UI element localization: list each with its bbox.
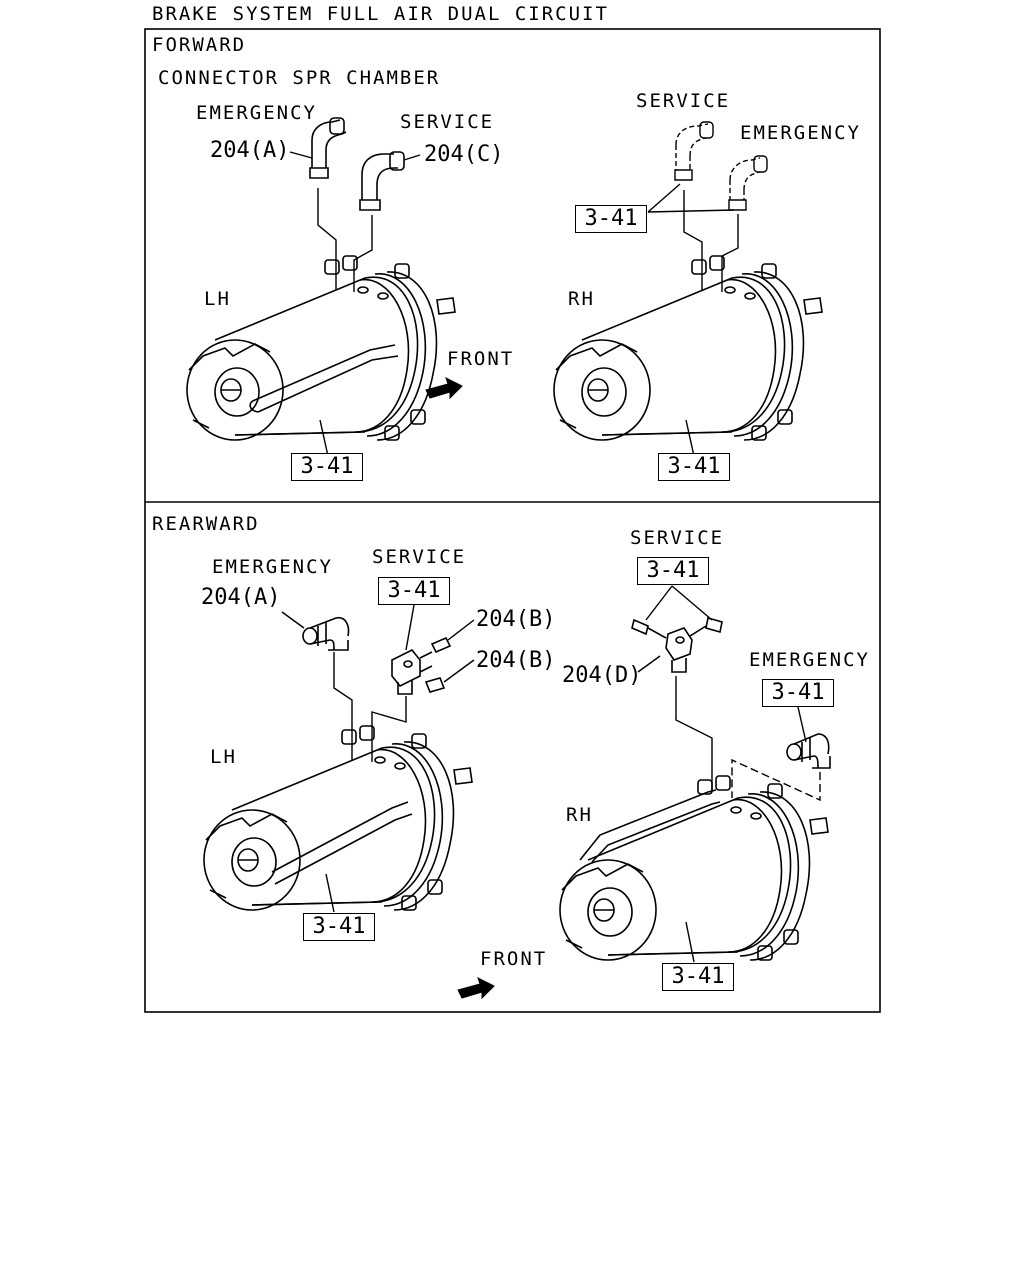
forward-lh-service-elbow: [359, 151, 405, 211]
rearward-lh-emergency-elbow: [302, 616, 350, 651]
forward-subheading: CONNECTOR SPR CHAMBER: [158, 67, 441, 89]
forward-rh-emergency-elbow: [728, 155, 768, 211]
forward-rh-connector-ref-box[interactable]: 3-41: [575, 205, 647, 233]
forward-lh-side-label: LH: [204, 288, 231, 310]
forward-rh-service-elbow: [674, 121, 714, 181]
rearward-heading: REARWARD: [152, 513, 260, 535]
rearward-lh-side-label: LH: [210, 746, 237, 768]
rearward-rh-service-label: SERVICE: [630, 527, 725, 549]
forward-rh-chamber: [553, 255, 823, 441]
rearward-front-arrow-icon: [457, 977, 495, 1000]
rearward-front-label: FRONT: [480, 948, 548, 970]
forward-lh-emergency-ref[interactable]: 204(A): [210, 138, 290, 163]
rearward-rh-tee-ref[interactable]: 204(D): [562, 663, 642, 688]
rearward-rh-service-ref-box[interactable]: 3-41: [637, 557, 709, 585]
rearward-rh-emergency-elbow: [786, 733, 831, 769]
rearward-rh-side-label: RH: [566, 804, 593, 826]
rearward-rh-leaders: [637, 585, 821, 963]
rearward-lh-chamber-ref-box[interactable]: 3-41: [303, 913, 375, 941]
rearward-lh-fitting-ref-1[interactable]: 204(B): [476, 607, 556, 632]
forward-lh-chamber-ref-box[interactable]: 3-41: [291, 453, 363, 481]
rearward-lh-service-ref-box[interactable]: 3-41: [378, 577, 450, 605]
rearward-lh-service-tee: [391, 636, 452, 695]
forward-front-arrow-icon: [425, 377, 463, 400]
forward-lh-leaders: [289, 151, 421, 457]
forward-lh-emergency-label: EMERGENCY: [196, 102, 317, 124]
rearward-lh-emergency-ref[interactable]: 204(A): [201, 585, 281, 610]
forward-rh-emergency-label: EMERGENCY: [740, 122, 861, 144]
rearward-rh-emergency-label: EMERGENCY: [749, 649, 870, 671]
forward-rh-side-label: RH: [568, 288, 595, 310]
forward-front-label: FRONT: [447, 348, 515, 370]
forward-rh-chamber-ref-box[interactable]: 3-41: [658, 453, 730, 481]
forward-lh-service-label: SERVICE: [400, 111, 495, 133]
rearward-rh-service-tee: [631, 616, 723, 673]
rearward-lh-fitting-ref-2[interactable]: 204(B): [476, 648, 556, 673]
forward-rh-service-label: SERVICE: [636, 90, 731, 112]
rearward-rh-chamber-ref-box[interactable]: 3-41: [662, 963, 734, 991]
rearward-lh-leaders: [281, 604, 475, 913]
forward-lh-service-ref[interactable]: 204(C): [424, 142, 504, 167]
page-title: BRAKE SYSTEM FULL AIR DUAL CIRCUIT: [152, 3, 609, 25]
rearward-lh-chamber: [203, 725, 473, 911]
rearward-lh-service-label: SERVICE: [372, 546, 467, 568]
rearward-lh-emergency-label: EMERGENCY: [212, 556, 333, 578]
forward-heading: FORWARD: [152, 34, 247, 56]
forward-lh-chamber: [186, 255, 456, 441]
rearward-rh-chamber: [559, 775, 829, 961]
forward-lh-emergency-elbow: [309, 117, 347, 179]
forward-rh-leaders: [647, 183, 739, 457]
rearward-rh-emergency-ref-box[interactable]: 3-41: [762, 679, 834, 707]
